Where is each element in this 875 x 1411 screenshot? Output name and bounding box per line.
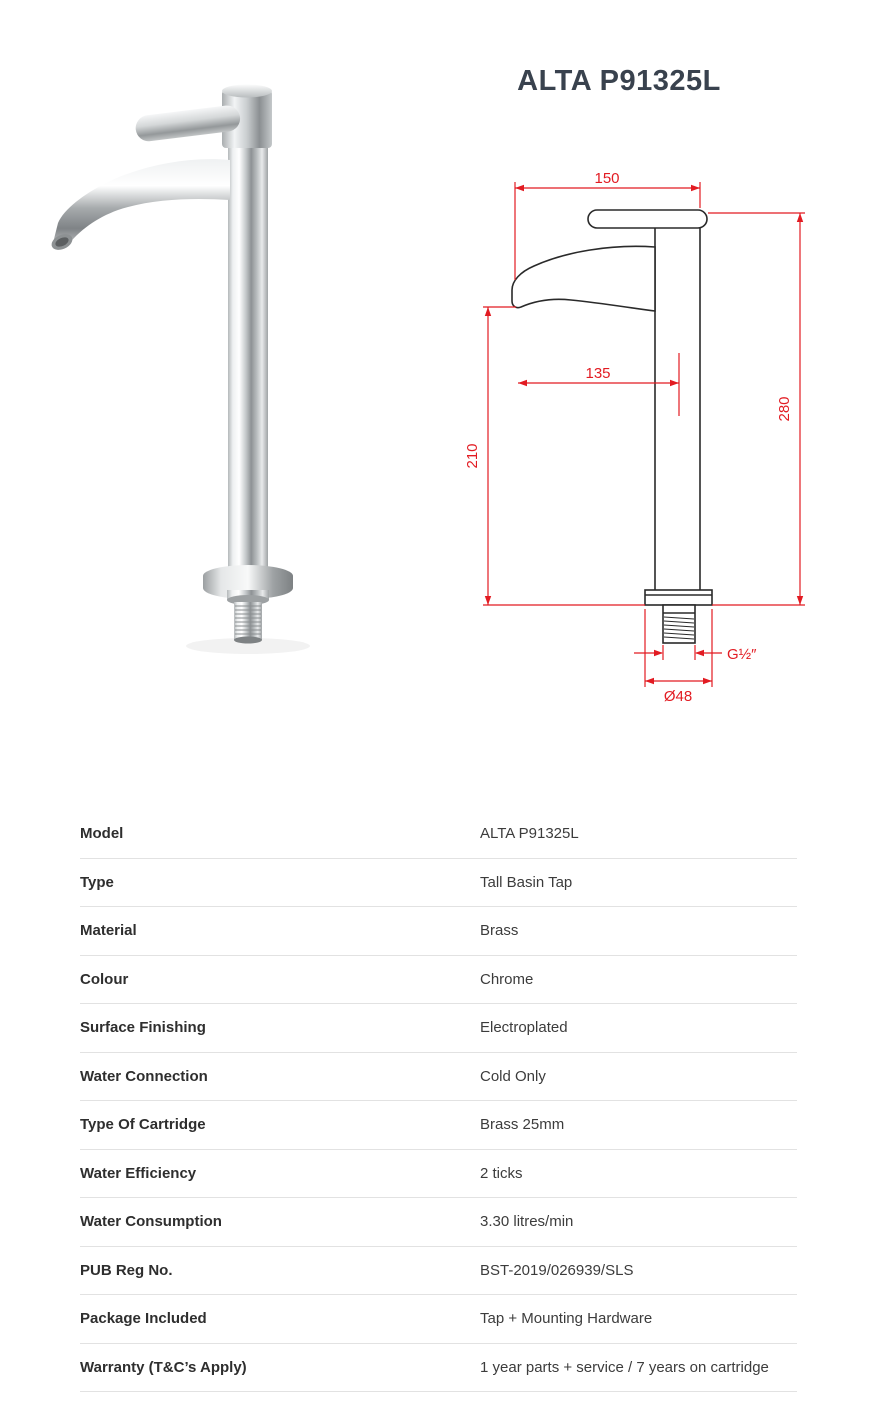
spec-label: Water Efficiency — [80, 1164, 197, 1182]
spec-row-warranty: Warranty (T&C’s Apply) 1 year parts + se… — [80, 1344, 797, 1392]
spec-label: Surface Finishing — [80, 1019, 206, 1037]
handle-outline — [587, 209, 708, 229]
spec-label: Colour — [80, 970, 129, 988]
spec-table: Model ALTA P91325L Type Tall Basin Tap M… — [80, 810, 797, 1392]
spec-value: 3.30 litres/min — [480, 1213, 574, 1231]
spec-value: Electroplated — [480, 1019, 568, 1037]
tail-bottom — [234, 636, 262, 644]
spec-label: Material — [80, 922, 137, 940]
spec-value: Tap + Mounting Hardware — [480, 1310, 653, 1328]
dimension-labels: 150 135 210 280 G½″ Ø48 — [464, 170, 793, 705]
spec-value: Cold Only — [480, 1067, 546, 1085]
thread-size-label: G½″ — [727, 646, 757, 663]
thread-outline — [662, 604, 696, 644]
spec-value: BST-2019/026939/SLS — [480, 1261, 634, 1279]
flange-outline — [644, 589, 713, 606]
dim-280-label: 280 — [776, 396, 793, 421]
spec-row-water-efficiency: Water Efficiency 2 ticks — [80, 1150, 797, 1198]
spec-row-pub-reg: PUB Reg No. BST-2019/026939/SLS — [80, 1247, 797, 1295]
spec-value: 2 ticks — [480, 1164, 523, 1182]
spec-row-cartridge: Type Of Cartridge Brass 25mm — [80, 1101, 797, 1150]
spec-row-type: Type Tall Basin Tap — [80, 859, 797, 907]
spec-label: Water Consumption — [80, 1213, 222, 1231]
faucet-cap — [222, 90, 272, 148]
spec-label: Type — [80, 873, 114, 891]
faucet-cap-top — [222, 84, 272, 98]
spec-row-material: Material Brass — [80, 907, 797, 956]
spec-label: Model — [80, 825, 124, 843]
faucet-body — [228, 145, 268, 576]
spec-value: Brass — [480, 922, 519, 940]
spec-row-water-consumption: Water Consumption 3.30 litres/min — [80, 1198, 797, 1247]
base-diameter-label: Ø48 — [664, 688, 692, 705]
faucet-photo — [51, 84, 310, 654]
spec-row-colour: Colour Chrome — [80, 956, 797, 1004]
spec-label: PUB Reg No. — [80, 1261, 173, 1279]
thread-hatch — [663, 616, 695, 640]
tap-outline — [511, 209, 713, 644]
faucet-handle — [135, 105, 241, 142]
technical-drawing-image: 150 135 210 280 G½″ Ø48 — [464, 170, 805, 705]
spout-outlet-hole — [55, 237, 69, 247]
spec-value: 1 year parts + service / 7 years on cart… — [480, 1358, 769, 1376]
page-title: ALTA P91325L — [517, 65, 721, 98]
product-photo-image — [51, 84, 310, 654]
dimension-lines — [483, 182, 805, 687]
dimension-arrows — [484, 184, 804, 685]
spec-value: Tall Basin Tap — [480, 873, 573, 891]
photo-shadow — [186, 638, 310, 654]
spec-value: ALTA P91325L — [480, 825, 579, 843]
spec-value: Brass 25mm — [480, 1116, 565, 1134]
spec-label: Water Connection — [80, 1067, 208, 1085]
thread-lines — [235, 605, 261, 635]
spec-value: Chrome — [480, 970, 534, 988]
dim-210-label: 210 — [464, 443, 481, 468]
base-flange-bottom — [203, 577, 293, 599]
dim-135-label: 135 — [585, 365, 610, 382]
spec-label: Type Of Cartridge — [80, 1116, 206, 1134]
product-photo — [30, 60, 320, 660]
spec-row-model: Model ALTA P91325L — [80, 810, 797, 859]
spec-label: Warranty (T&C’s Apply) — [80, 1358, 247, 1376]
technical-drawing: 150 135 210 280 G½″ Ø48 — [450, 150, 830, 730]
spec-row-surface-finishing: Surface Finishing Electroplated — [80, 1004, 797, 1053]
spec-row-package: Package Included Tap + Mounting Hardware — [80, 1295, 797, 1344]
spec-label: Package Included — [80, 1310, 207, 1328]
faucet-spout — [53, 159, 230, 249]
spec-row-water-connection: Water Connection Cold Only — [80, 1053, 797, 1101]
dim-150-label: 150 — [594, 170, 619, 187]
